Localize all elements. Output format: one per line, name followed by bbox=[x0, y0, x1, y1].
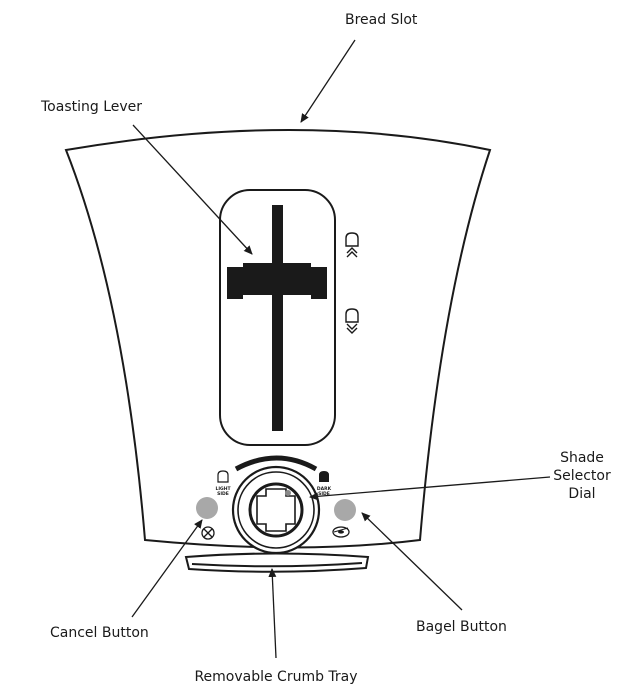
bagel-button-label: Bagel Button bbox=[416, 619, 507, 635]
lever-slot bbox=[219, 189, 336, 446]
shade-selector-label-3: Dial bbox=[568, 486, 595, 502]
dark-side-label-2: SIDE bbox=[318, 491, 330, 497]
crumb-tray-label: Removable Crumb Tray bbox=[194, 669, 357, 685]
bagel-icon bbox=[332, 526, 350, 538]
cancel-x-icon bbox=[201, 526, 215, 540]
bagel-button-leader bbox=[361, 512, 463, 611]
shade-arc bbox=[234, 455, 318, 472]
toasting-lever[interactable] bbox=[227, 263, 327, 299]
dark-side-label-1: DARK bbox=[317, 486, 332, 492]
cancel-button-leader bbox=[131, 519, 203, 618]
crumb-tray-lip bbox=[191, 562, 363, 568]
light-side-icon bbox=[217, 470, 229, 483]
bread-slot-leader bbox=[300, 39, 356, 123]
crumb-tray[interactable] bbox=[184, 552, 370, 573]
toaster-body bbox=[64, 129, 492, 549]
crumb-tray-leader bbox=[268, 568, 277, 659]
bread-down-icon bbox=[345, 308, 359, 334]
toasting-lever-leader bbox=[132, 124, 253, 255]
shade-selector-label-2: Selector bbox=[553, 468, 611, 484]
bread-slot-label: Bread Slot bbox=[345, 12, 418, 28]
bread-up-icon bbox=[345, 232, 359, 258]
light-side-label-2: SIDE bbox=[217, 491, 229, 497]
shade-selector-dial[interactable] bbox=[231, 465, 321, 555]
lever-track bbox=[272, 205, 283, 431]
shade-selector-label-1: Shade bbox=[560, 450, 604, 466]
cancel-button-label: Cancel Button bbox=[50, 625, 149, 641]
light-side-label-1: LIGHT bbox=[215, 486, 231, 492]
cancel-button[interactable] bbox=[196, 497, 218, 519]
bagel-button[interactable] bbox=[334, 499, 356, 521]
shade-selector-leader bbox=[309, 476, 551, 501]
dark-side-icon bbox=[319, 471, 329, 482]
toasting-lever-label: Toasting Lever bbox=[40, 99, 142, 115]
